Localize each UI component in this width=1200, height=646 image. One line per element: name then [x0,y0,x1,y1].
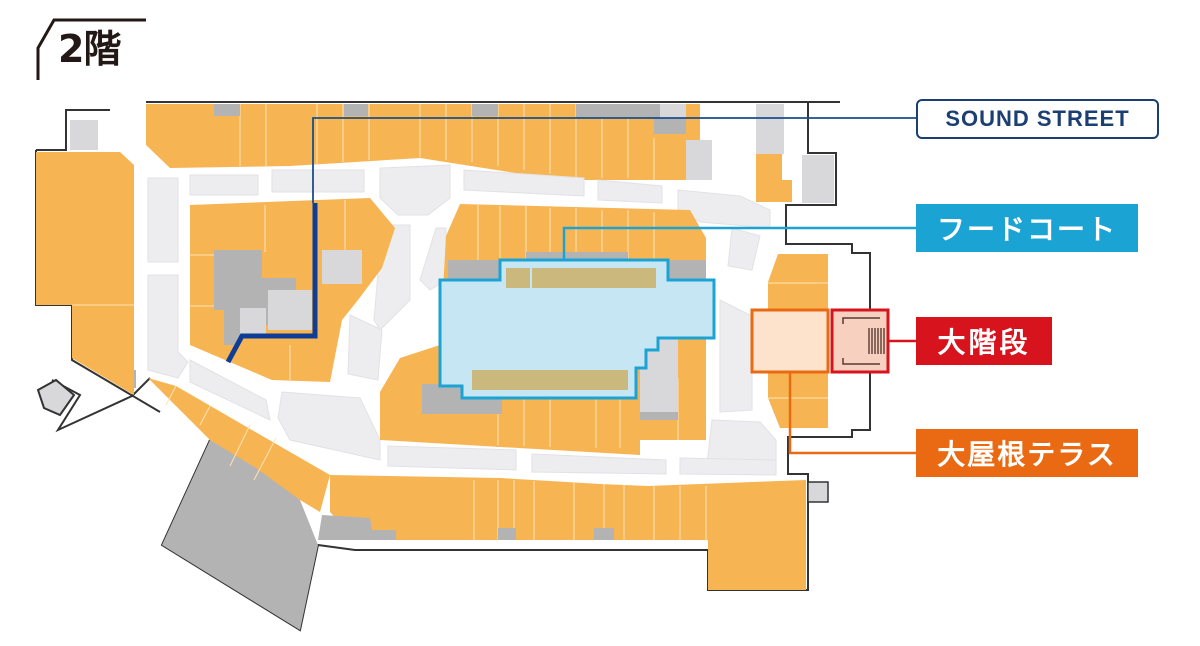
leader-lines [312,117,916,455]
grand-stairs-label[interactable]: 大階段 [916,317,1052,365]
shop-left-large [36,152,134,395]
roof-terrace-area[interactable] [750,308,830,374]
grand-stairs-area[interactable] [830,308,890,374]
floor-title: 2階 [58,27,121,71]
shops-top-row [146,104,834,203]
roof-terrace-leader [788,372,916,455]
annex-service [36,378,76,417]
sound-street-leader [312,117,916,203]
floor-title-bracket [36,18,146,80]
shops-bottom-row [318,475,829,590]
sound-street-label[interactable]: SOUND STREET [916,99,1159,139]
food-court-label[interactable]: フードコート [916,204,1138,252]
service-area [70,120,98,150]
roof-terrace-label[interactable]: 大屋根テラス [916,429,1138,477]
sound-street-route [225,203,318,364]
stairs-icon [868,328,885,354]
corridors [147,164,777,476]
food-court-area [438,258,716,400]
food-court-leader [562,226,916,260]
shops-lower-left [148,378,330,630]
